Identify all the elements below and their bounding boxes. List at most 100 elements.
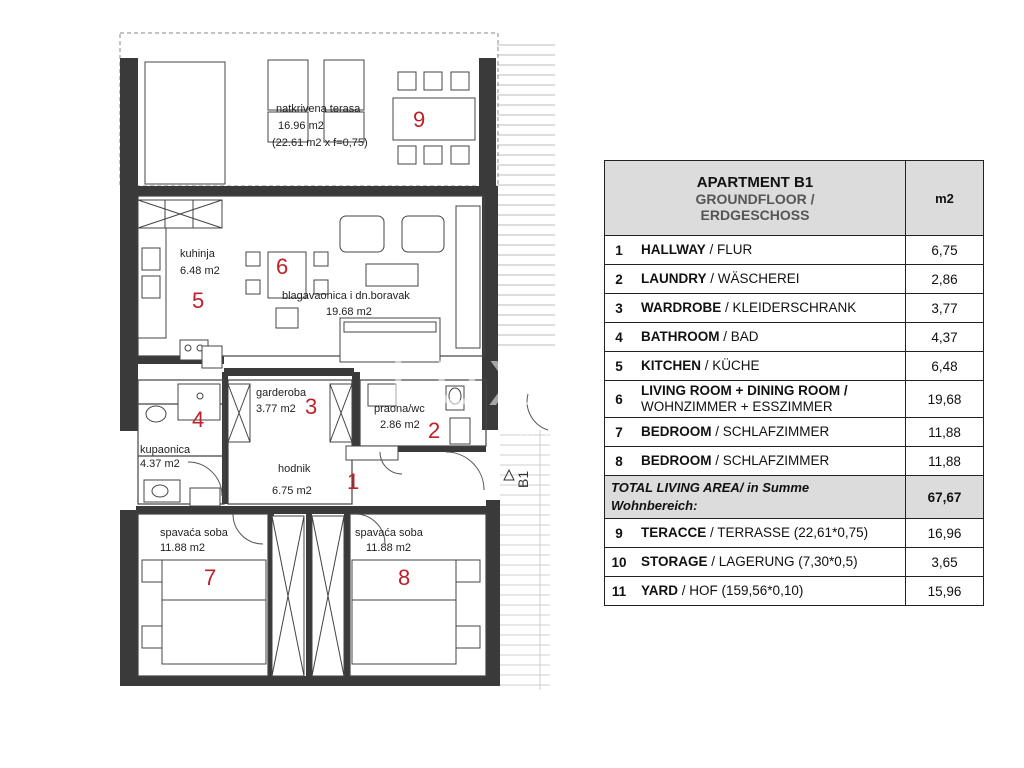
table-title: APARTMENT B1 bbox=[696, 173, 814, 191]
table-total-row: TOTAL LIVING AREA/ in Summe Wohnbereich:… bbox=[604, 475, 984, 519]
room-name-kitchen: kuhinja bbox=[180, 248, 216, 260]
bedroom-furniture bbox=[141, 515, 481, 677]
row-name: LAUNDRY / WÄSCHEREI bbox=[633, 264, 906, 294]
row-number: 5 bbox=[604, 351, 633, 381]
terrace-furniture bbox=[144, 59, 476, 185]
kitchen-furniture bbox=[137, 199, 481, 369]
row-name: TERACCE / TERRASSE (22,61*0,75) bbox=[633, 518, 906, 548]
watermark-logo: LUX bbox=[390, 347, 539, 419]
row-name: KITCHEN / KÜCHE bbox=[633, 351, 906, 381]
table-unit: m2 bbox=[905, 160, 984, 236]
room-name-terrace: natkrivena terasa bbox=[276, 103, 361, 115]
room-name-hallway: hodnik bbox=[278, 463, 311, 475]
service-fixtures bbox=[143, 383, 471, 507]
row-number: 4 bbox=[604, 322, 633, 352]
row-number: 11 bbox=[604, 576, 633, 606]
row-name: BEDROOM / SCHLAFZIMMER bbox=[633, 446, 906, 476]
area-table: APARTMENT B1 GROUNDFLOOR / ERDGESCHOSS m… bbox=[604, 160, 984, 606]
room-name-bedroom-8: spavaća soba bbox=[355, 527, 424, 539]
row-number: 6 bbox=[604, 380, 633, 418]
row-name-bold: TERACCE bbox=[641, 525, 707, 540]
row-name: WARDROBE / KLEIDERSCHRANK bbox=[633, 293, 906, 323]
room-name-living: blagavaonica i dn.boravak bbox=[282, 290, 410, 302]
room-area-bathroom: 4.37 m2 bbox=[140, 458, 180, 470]
yard-stripes bbox=[497, 36, 555, 690]
room-number-2: 2 bbox=[428, 418, 440, 443]
row-name-rest: / WÄSCHEREI bbox=[706, 271, 800, 286]
room-number-6: 6 bbox=[276, 254, 288, 279]
total-value: 67,67 bbox=[905, 475, 984, 519]
room-labels: natkrivena terasa 16.96 m2 (22.61 m2 x f… bbox=[140, 103, 440, 590]
room-number-8: 8 bbox=[398, 565, 410, 590]
row-name-bold: WARDROBE bbox=[641, 300, 722, 315]
row-number: 9 bbox=[604, 518, 633, 548]
room-note-terrace: (22.61 m2 x f=0,75) bbox=[272, 137, 368, 149]
room-name-bathroom: kupaonica bbox=[140, 444, 191, 456]
terrace-outline bbox=[119, 32, 499, 187]
row-name-bold: STORAGE bbox=[641, 554, 708, 569]
row-name: YARD / HOF (159,56*0,10) bbox=[633, 576, 906, 606]
row-name-bold: LIVING ROOM + DINING ROOM / bbox=[641, 383, 848, 398]
row-name: STORAGE / LAGERUNG (7,30*0,5) bbox=[633, 547, 906, 577]
room-area-living: 19.68 m2 bbox=[326, 306, 372, 318]
table-subtitle-1: GROUNDFLOOR / bbox=[695, 190, 815, 207]
row-value: 11,88 bbox=[905, 446, 984, 476]
row-name-bold: BEDROOM bbox=[641, 424, 712, 439]
row-value: 3,65 bbox=[905, 547, 984, 577]
room-area-bedroom-8: 11.88 m2 bbox=[366, 542, 411, 554]
total-label: TOTAL LIVING AREA/ in Summe Wohnbereich: bbox=[604, 475, 906, 519]
thin-lines bbox=[137, 195, 487, 677]
room-area-kitchen: 6.48 m2 bbox=[180, 265, 220, 277]
room-area-wardrobe: 3.77 m2 bbox=[256, 403, 296, 415]
row-number: 7 bbox=[604, 417, 633, 447]
row-value: 6,75 bbox=[905, 235, 984, 265]
row-number: 2 bbox=[604, 264, 633, 294]
total-label-line2: Wohnbereich: bbox=[611, 498, 698, 513]
table-header: APARTMENT B1 GROUNDFLOOR / ERDGESCHOSS m… bbox=[604, 160, 984, 236]
total-label-line1: TOTAL LIVING AREA/ in Summe bbox=[611, 480, 810, 495]
row-number: 10 bbox=[604, 547, 633, 577]
row-name: BATHROOM / BAD bbox=[633, 322, 906, 352]
row-name-rest: / KÜCHE bbox=[701, 358, 760, 373]
row-name: BEDROOM / SCHLAFZIMMER bbox=[633, 417, 906, 447]
row-value: 4,37 bbox=[905, 322, 984, 352]
section-marker-label: B1 bbox=[515, 471, 531, 488]
section-marker: B1 bbox=[503, 468, 531, 488]
room-area-laundry: 2.86 m2 bbox=[380, 419, 420, 431]
row-value: 6,48 bbox=[905, 351, 984, 381]
room-name-bedroom-7: spavaća soba bbox=[160, 527, 229, 539]
floor-plan: B1 LUX REAL ESTATE natkrivena terasa 1 6.… bbox=[119, 32, 600, 690]
room-number-5: 5 bbox=[192, 288, 204, 313]
row-name: LIVING ROOM + DINING ROOM /WOHNZIMMER + … bbox=[633, 380, 906, 418]
row-value: 19,68 bbox=[905, 380, 984, 418]
room-number-1: 1 bbox=[347, 469, 359, 494]
row-name-rest: / SCHLAFZIMMER bbox=[711, 453, 830, 468]
row-name-rest: / HOF (159,56*0,10) bbox=[678, 583, 804, 598]
row-name-bold: YARD bbox=[641, 583, 679, 598]
row-name-bold: BATHROOM bbox=[641, 329, 720, 344]
room-area-hallway: 6.75 m2 bbox=[272, 485, 312, 497]
row-name-rest: / BAD bbox=[719, 329, 759, 344]
row-number: 3 bbox=[604, 293, 633, 323]
row-name-rest: / SCHLAFZIMMER bbox=[711, 424, 830, 439]
row-name-rest: / TERRASSE (22,61*0,75) bbox=[706, 525, 869, 540]
watermark: LUX REAL ESTATE bbox=[390, 347, 600, 445]
room-number-7: 7 bbox=[204, 565, 216, 590]
row-name-bold: BEDROOM bbox=[641, 453, 712, 468]
room-name-laundry: praona/wc bbox=[374, 403, 425, 415]
row-name-rest: / KLEIDERSCHRANK bbox=[721, 300, 857, 315]
row-value: 3,77 bbox=[905, 293, 984, 323]
watermark-tagline: REAL ESTATE bbox=[520, 431, 600, 445]
row-value: 11,88 bbox=[905, 417, 984, 447]
row-value: 16,96 bbox=[905, 518, 984, 548]
